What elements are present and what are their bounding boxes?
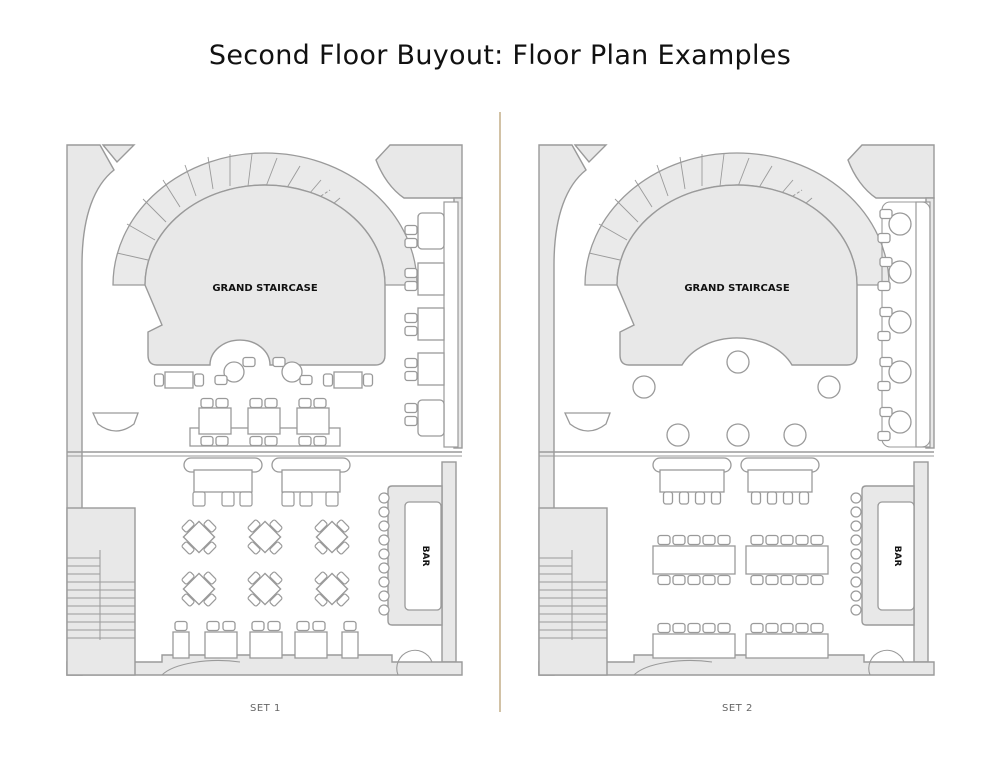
floor-plan-set-1: GRAND STAIRCASE: [66, 144, 463, 676]
walls: [66, 144, 463, 676]
staircase-label: GRAND STAIRCASE: [684, 283, 789, 294]
host-stand: [563, 412, 611, 432]
bar: BAR: [378, 485, 443, 626]
host-stand: [91, 412, 139, 432]
wall-booth-column: [404, 201, 459, 448]
staircase-front-seating: [153, 356, 374, 389]
bar-label: BAR: [420, 546, 430, 567]
lower-booths: [183, 457, 351, 507]
long-tables: [652, 534, 829, 586]
bottom-row-tables: [652, 622, 829, 659]
plan-label-set-1: SET 1: [250, 703, 281, 714]
lower-booths: [652, 457, 820, 505]
wall-booth-column: [877, 201, 931, 448]
grand-staircase: GRAND STAIRCASE: [584, 152, 890, 366]
center-banquette: [189, 397, 341, 447]
grand-staircase: GRAND STAIRCASE: [112, 152, 418, 366]
side-stairs: [539, 550, 607, 640]
bottom-row-tables: [172, 620, 359, 659]
page-title: Second Floor Buyout: Floor Plan Examples: [208, 40, 792, 71]
side-stairs: [67, 550, 135, 640]
staircase-label: GRAND STAIRCASE: [212, 283, 317, 294]
plan-label-set-2: SET 2: [722, 703, 753, 714]
cocktail-tables: [632, 350, 841, 447]
bar-label: BAR: [892, 546, 902, 567]
floor-plan-set-2: GRAND STAIRCASE: [538, 144, 935, 676]
bar: BAR: [850, 485, 915, 626]
four-top-tables: [171, 509, 360, 617]
